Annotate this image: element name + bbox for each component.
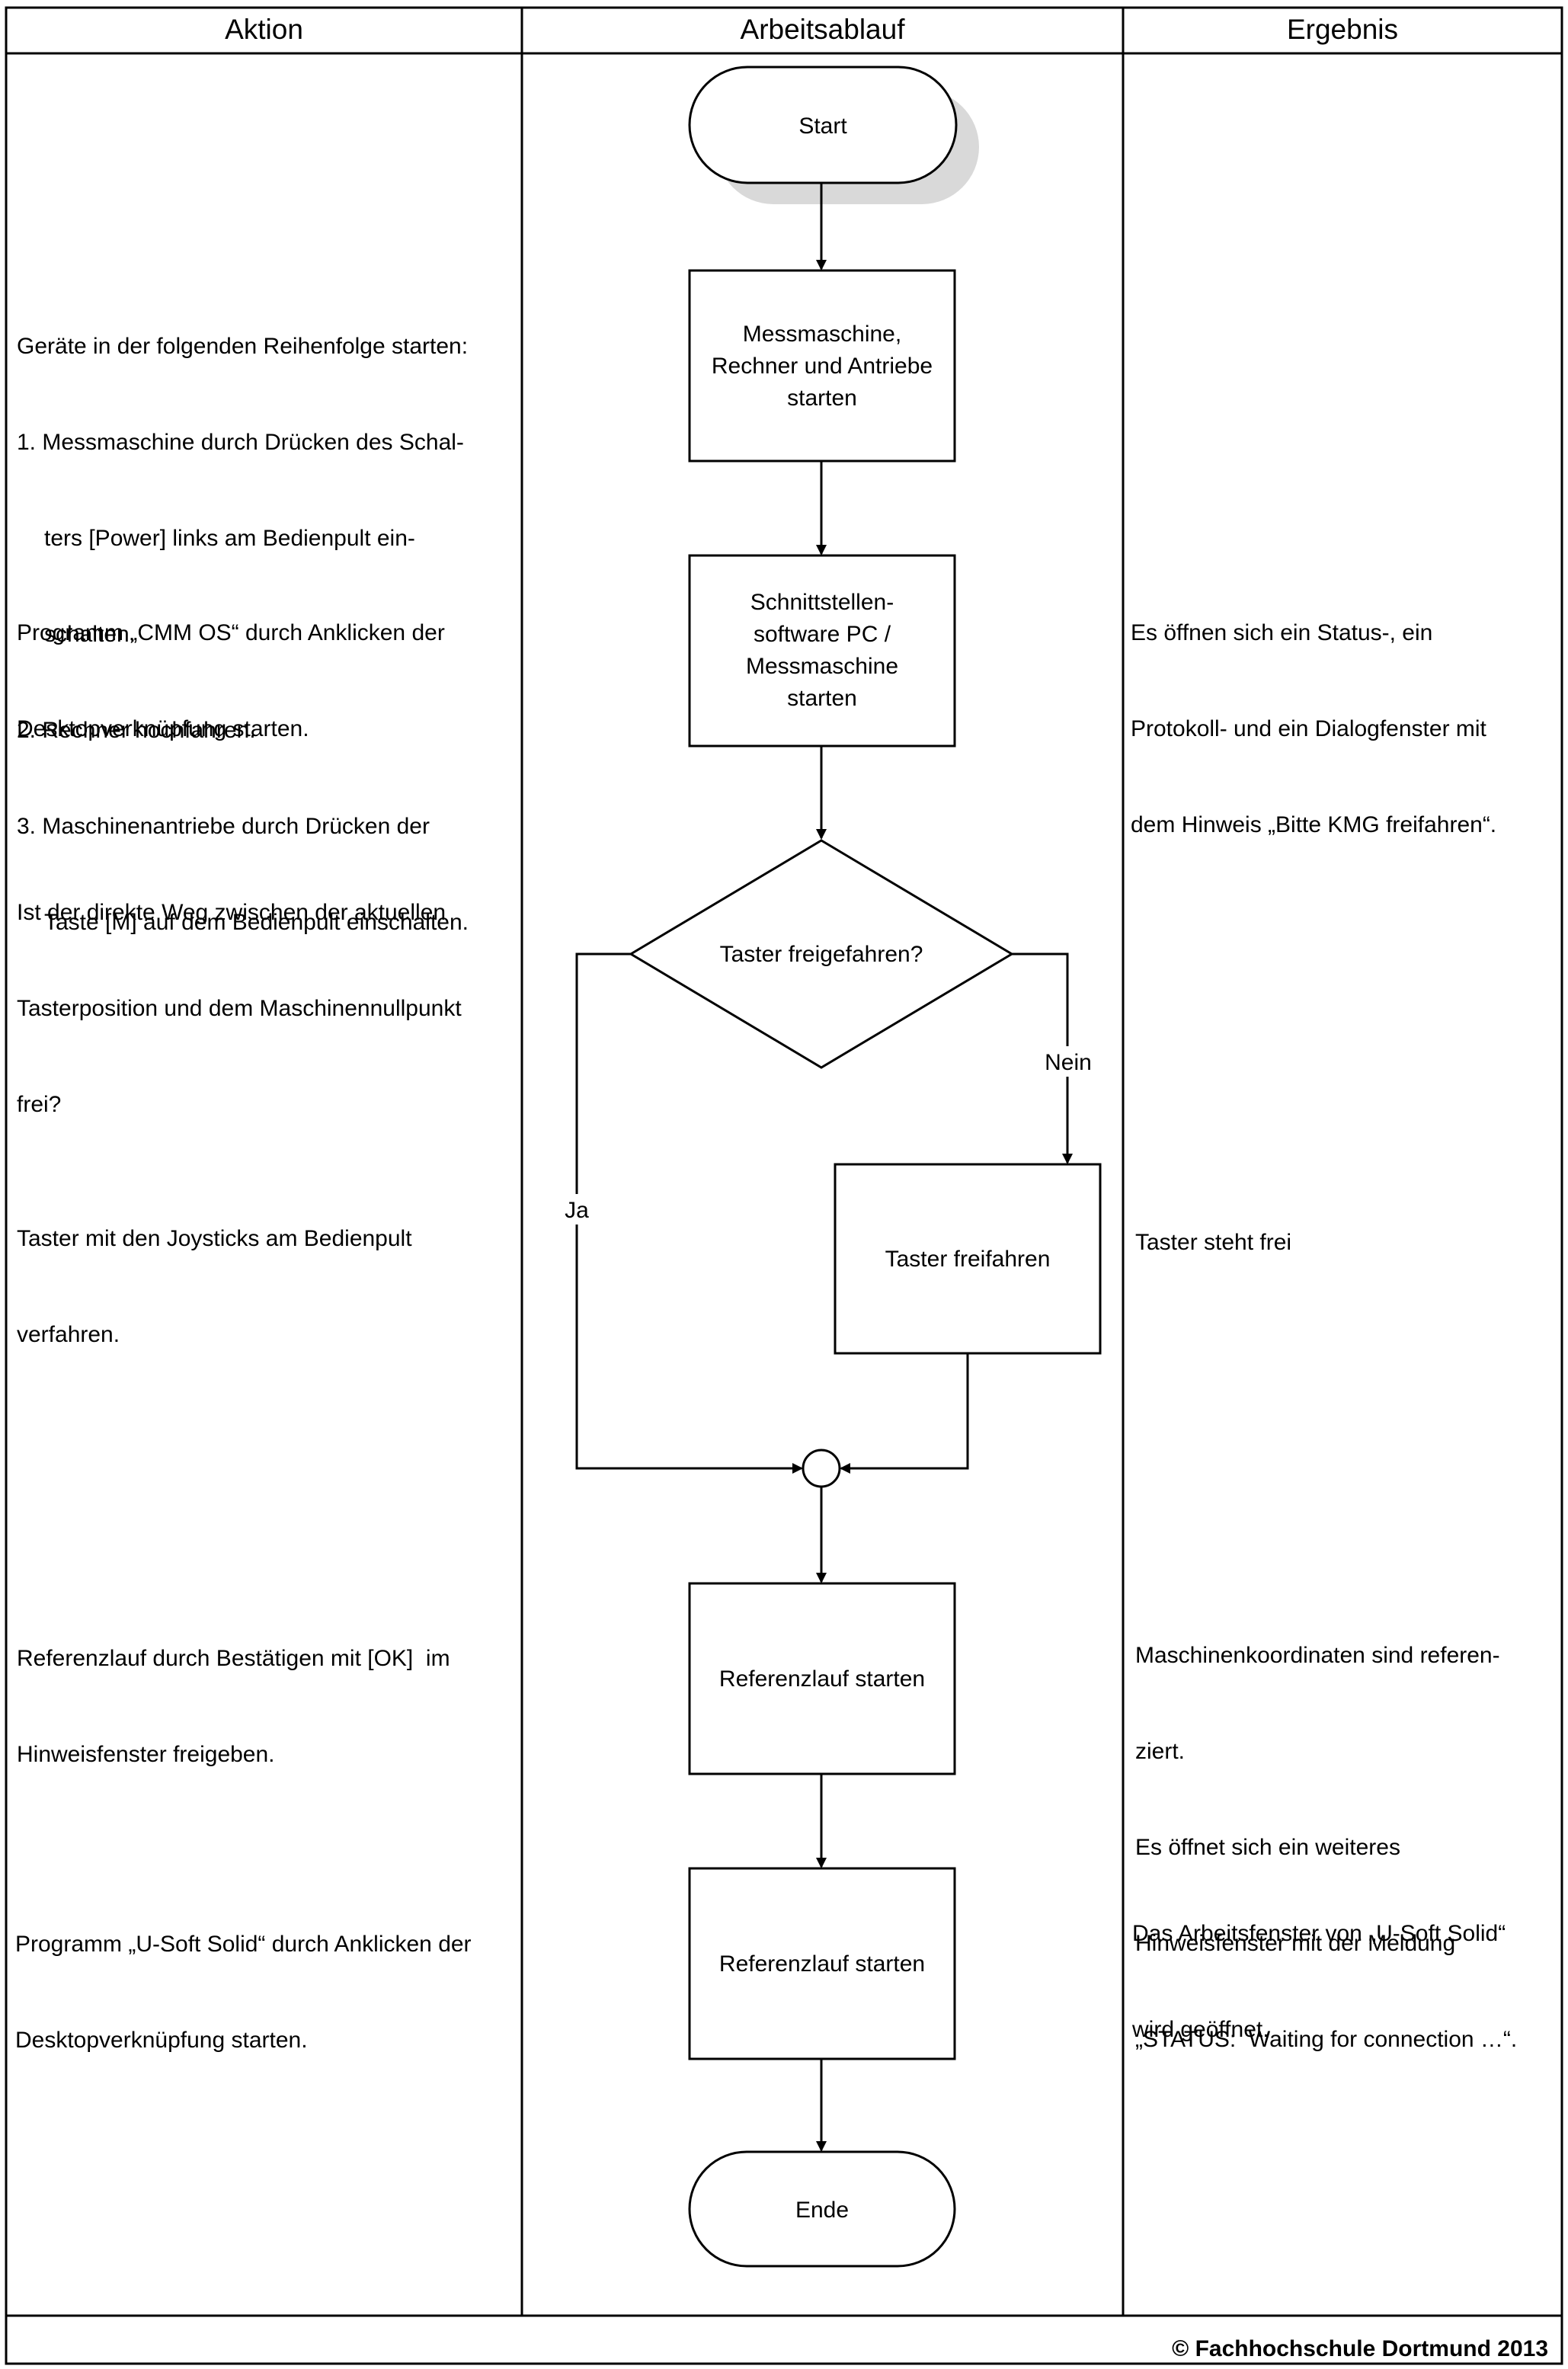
- ergebnis-text-line: Das Arbeitsfenster von „U-Soft Solid“: [1132, 1921, 1506, 1946]
- step1-label-line1: Messmaschine,: [743, 322, 901, 347]
- aktion-text-line: Desktopverknüpfung starten.: [17, 716, 309, 741]
- aktion-text-line: ters [Power] links am Bedienpult ein-: [44, 526, 415, 551]
- no-label-bg: [1040, 1046, 1095, 1077]
- process-step-reference-run: [688, 1582, 956, 1775]
- process-step-start-machines: [688, 269, 956, 463]
- connector-step3-merge: [840, 1353, 969, 1474]
- step3-label: Taster freifahren: [885, 1247, 1051, 1272]
- aktion-text-line: Programm „CMM OS“ durch Anklicken der: [17, 620, 445, 645]
- column-header-aktion: Aktion: [225, 14, 303, 45]
- step4-label: Referenzlauf starten: [719, 1666, 925, 1692]
- aktion-text-line: 3. Maschinenantriebe durch Drücken der: [17, 814, 430, 839]
- aktion-block-joystick: Taster mit den Joysticks am Bedienpult v…: [17, 1159, 412, 1383]
- process-step-reference-run-2: [688, 1867, 956, 2060]
- yes-label: Ja: [565, 1198, 589, 1223]
- yes-label-bg: [564, 1194, 591, 1225]
- start-terminator: [688, 66, 958, 184]
- aktion-text-line: 2. Rechner hochfahren.: [17, 718, 256, 743]
- step5-label: Referenzlauf starten: [719, 1951, 925, 1977]
- aktion-text-line: schalten.: [44, 622, 136, 647]
- ergebnis-text-line: Es öffnet sich ein weiteres: [1135, 1835, 1400, 1860]
- aktion-text-line: Hinweisfenster freigeben.: [17, 1742, 275, 1767]
- ergebnis-text-line: dem Hinweis „Bitte KMG freifahren“.: [1131, 812, 1497, 837]
- aktion-text-line: Tasterposition und dem Maschinennullpunk…: [17, 996, 462, 1021]
- step2-label-line3: Messmaschine: [746, 654, 898, 679]
- step2-label-line1: Schnittstellen-: [750, 590, 894, 615]
- ergebnis-text-line: Protokoll- und ein Dialogfenster mit: [1131, 716, 1486, 741]
- aktion-block-path-free: Ist der direkte Weg zwischen der aktuell…: [17, 833, 462, 1153]
- ergebnis-text-line: Taster steht frei: [1135, 1230, 1292, 1255]
- column-header-arbeitsablauf: Arbeitsablauf: [740, 14, 905, 45]
- aktion-text-line: Referenzlauf durch Bestätigen mit [OK] i…: [17, 1646, 450, 1671]
- end-terminator: [688, 2150, 956, 2268]
- aktion-block-start-devices: Geräte in der folgenden Reihenfolge star…: [17, 267, 469, 971]
- ergebnis-text-line: Maschinenkoordinaten sind referen-: [1135, 1643, 1500, 1668]
- aktion-text-line: Taste [M] auf dem Bedienpult einschalten…: [44, 910, 469, 935]
- ergebnis-block-referenced: Maschinenkoordinaten sind referen- ziert…: [1135, 1576, 1517, 2088]
- aktion-text-line: Desktopverknüpfung starten.: [15, 2028, 308, 2053]
- aktion-text-line: Ist der direkte Weg zwischen der aktuell…: [17, 900, 446, 925]
- start-label: Start: [798, 114, 847, 139]
- connector-decision-no: [1012, 952, 1073, 1164]
- aktion-text-line: verfahren.: [17, 1322, 120, 1347]
- aktion-text-line: frei?: [17, 1092, 62, 1117]
- decision-label: Taster freigefahren?: [720, 942, 923, 967]
- copyright-footer: © Fachhochschule Dortmund 2013: [1172, 2336, 1548, 2361]
- aktion-block-usoft: Programm „U-Soft Solid“ durch Anklicken …: [15, 1865, 472, 2089]
- aktion-text-line: 1. Messmaschine durch Drücken des Schal-: [17, 430, 464, 455]
- ergebnis-text-line: „STATUS: Waiting for connection …“.: [1135, 2027, 1518, 2052]
- decision-diamond: [629, 839, 1014, 1069]
- ergebnis-text-line: wird geöffnet.: [1132, 2017, 1269, 2042]
- table-frame: [5, 6, 1563, 2365]
- aktion-text-line: Taster mit den Joysticks am Bedienpult: [17, 1226, 412, 1251]
- ergebnis-text-line: Es öffnen sich ein Status-, ein: [1131, 620, 1433, 645]
- end-label: Ende: [795, 2198, 849, 2223]
- no-label: Nein: [1045, 1050, 1092, 1075]
- ergebnis-block-windows-open: Es öffnen sich ein Status-, ein Protokol…: [1131, 553, 1496, 873]
- ergebnis-text-line: Hinweisfenster mit der Meldung: [1135, 1931, 1456, 1956]
- ergebnis-text-line: ziert.: [1135, 1739, 1186, 1764]
- aktion-block-reference-confirm: Referenzlauf durch Bestätigen mit [OK] i…: [17, 1579, 450, 1803]
- ergebnis-block-probe-free: Taster steht frei: [1135, 1163, 1291, 1291]
- ergebnis-block-usoft-window: Das Arbeitsfenster von „U-Soft Solid“ wi…: [1132, 1854, 1506, 2078]
- step2-label-line4: starten: [787, 686, 857, 711]
- step1-label-line2: Rechner und Antriebe: [712, 354, 933, 379]
- column-header-ergebnis: Ergebnis: [1286, 14, 1399, 45]
- aktion-block-cmm-os: Programm „CMM OS“ durch Anklicken der De…: [17, 553, 445, 777]
- aktion-text-line: Geräte in der folgenden Reihenfolge star…: [17, 334, 469, 359]
- step1-label-line3: starten: [787, 386, 857, 411]
- step2-label-line2: software PC /: [754, 622, 891, 647]
- process-step-interface-software: [688, 554, 956, 748]
- process-step-free-probe: [834, 1163, 1102, 1355]
- merge-connector: [802, 1449, 841, 1488]
- aktion-text-line: Programm „U-Soft Solid“ durch Anklicken …: [15, 1932, 472, 1957]
